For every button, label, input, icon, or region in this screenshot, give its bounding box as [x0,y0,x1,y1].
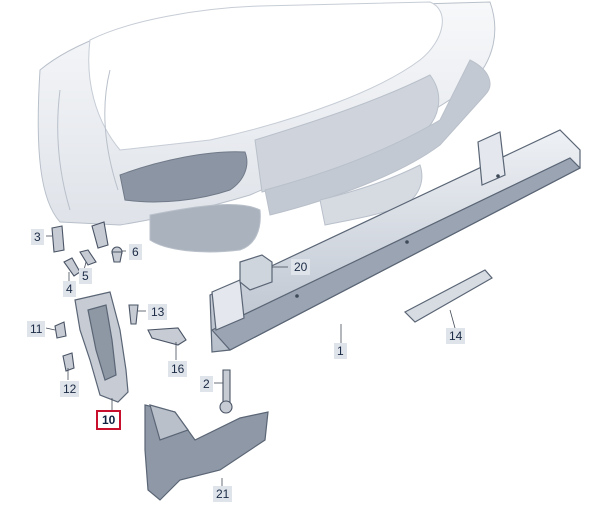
callout-1[interactable]: 1 [334,343,347,359]
fasteners [51,221,233,414]
callout-6[interactable]: 6 [129,244,142,260]
side-bracket-part [74,291,129,403]
callout-13[interactable]: 13 [148,304,168,320]
bracket-20-part [239,254,273,291]
callout-12[interactable]: 12 [60,381,80,397]
car-body-outline [37,1,496,253]
callout-16[interactable]: 16 [168,361,188,377]
callout-5[interactable]: 5 [79,268,92,284]
callout-14[interactable]: 14 [446,328,466,344]
air-guide-part [144,404,269,501]
callout-20[interactable]: 20 [291,259,311,275]
callout-4[interactable]: 4 [63,281,76,297]
callout-2[interactable]: 2 [200,376,213,392]
callout-21[interactable]: 21 [213,486,233,502]
leader-lines [45,235,456,486]
callout-11[interactable]: 11 [27,321,46,337]
trim-strip-part [403,269,493,323]
bumper-carrier-part [209,129,582,353]
callout-10-highlighted[interactable]: 10 [96,410,122,430]
callout-3[interactable]: 3 [31,229,44,245]
